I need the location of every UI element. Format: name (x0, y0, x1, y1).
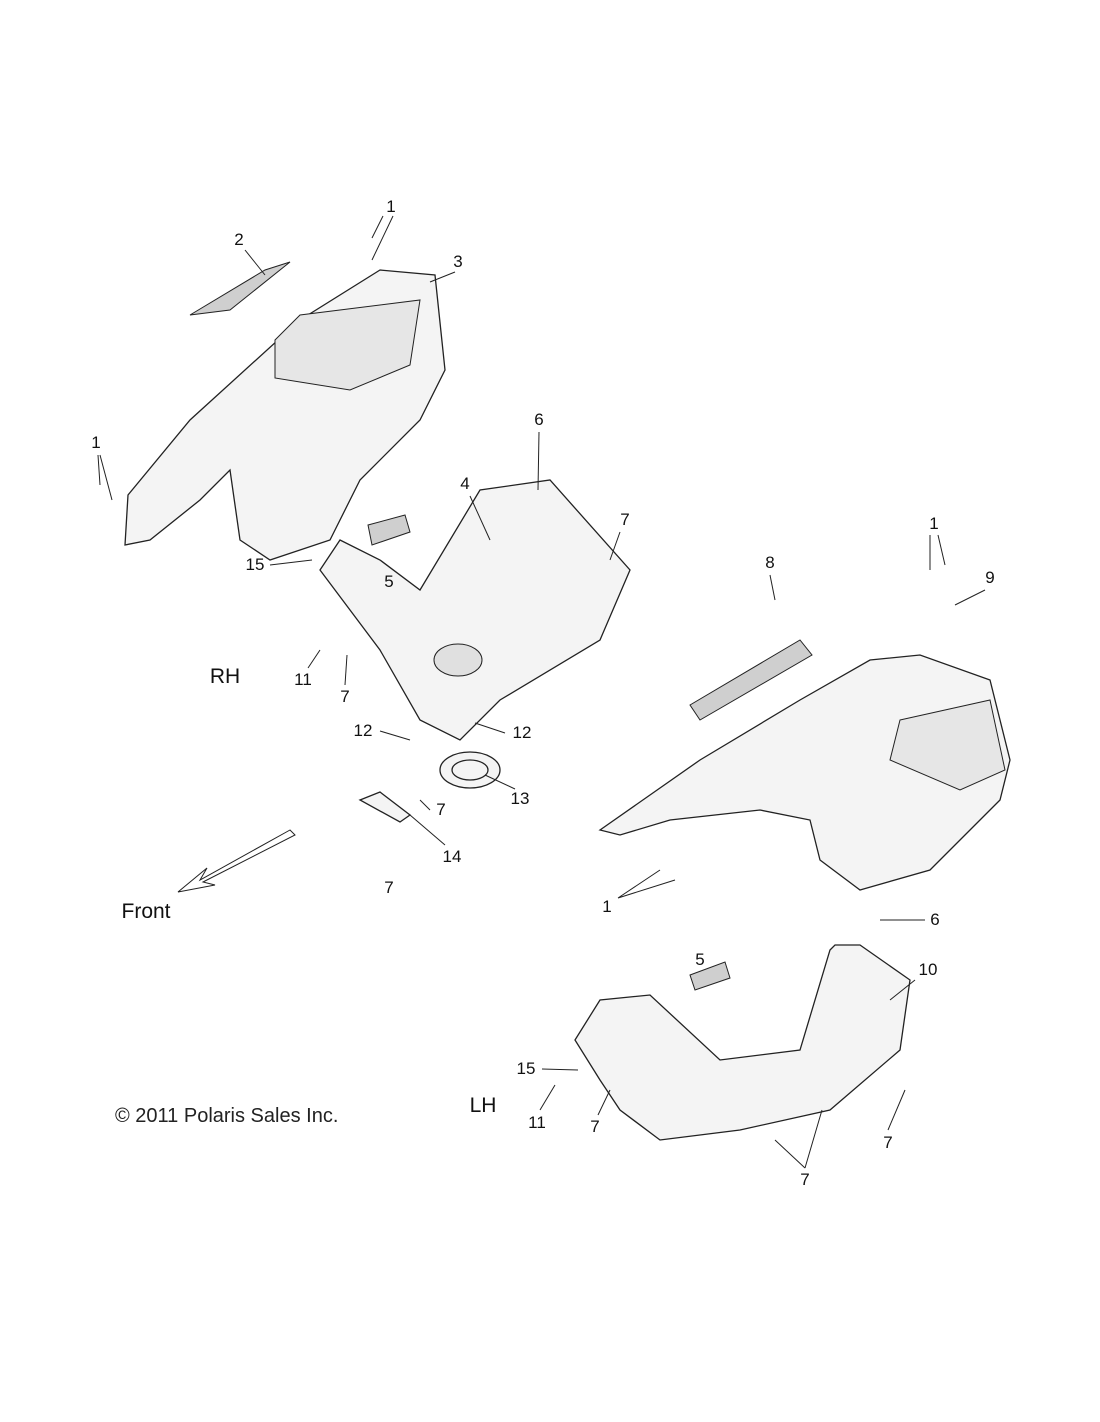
callout-7: 7 (384, 878, 394, 897)
callout-1: 1 (91, 433, 101, 452)
part-5a-clip (367, 514, 411, 546)
callout-6: 6 (534, 410, 544, 429)
callout-11: 11 (294, 670, 312, 689)
callout-1: 1 (386, 197, 396, 216)
part-4-hole (433, 643, 483, 677)
part-14-bracket (358, 791, 412, 823)
part-4-footwell (319, 479, 631, 741)
callout-15: 15 (245, 555, 265, 574)
front-arrow (177, 829, 296, 893)
callout-12: 12 (353, 721, 373, 740)
part-5b-clip (689, 961, 731, 991)
callout-5: 5 (695, 950, 705, 969)
callout-13: 13 (510, 789, 530, 808)
callout-9: 9 (985, 568, 995, 587)
callout-14: 14 (442, 847, 462, 866)
copyright-notice: © 2011 Polaris Sales Inc. (115, 1105, 339, 1127)
part-10-lh-footwell (574, 944, 911, 1141)
callout-3: 3 (453, 252, 463, 271)
lh-label: LH (469, 1094, 497, 1117)
leader-lines (97, 215, 986, 1169)
callout-7: 7 (883, 1133, 893, 1152)
callout-11: 11 (528, 1113, 546, 1132)
callout-15: 15 (516, 1059, 536, 1078)
front-label: Front (121, 900, 171, 923)
callout-4: 4 (460, 474, 470, 493)
callout-10: 10 (918, 960, 938, 979)
callout-7: 7 (800, 1170, 810, 1189)
part-2-vent (189, 261, 291, 316)
callout-7: 7 (620, 510, 630, 529)
part-8-vent (689, 639, 813, 721)
rh-label: RH (209, 665, 241, 688)
callout-7: 7 (436, 800, 446, 819)
callout-1: 1 (602, 897, 612, 916)
callout-6: 6 (930, 910, 940, 929)
callout-7: 7 (340, 687, 350, 706)
callout-2: 2 (234, 230, 244, 249)
callout-12: 12 (512, 723, 532, 742)
part-9-window (889, 699, 1006, 791)
part-9-lh-side-panel (598, 654, 1011, 891)
callout-5: 5 (384, 572, 394, 591)
part-3-window (274, 299, 421, 391)
callout-8: 8 (765, 553, 775, 572)
callout-1: 1 (929, 514, 939, 533)
callout-7: 7 (590, 1117, 600, 1136)
